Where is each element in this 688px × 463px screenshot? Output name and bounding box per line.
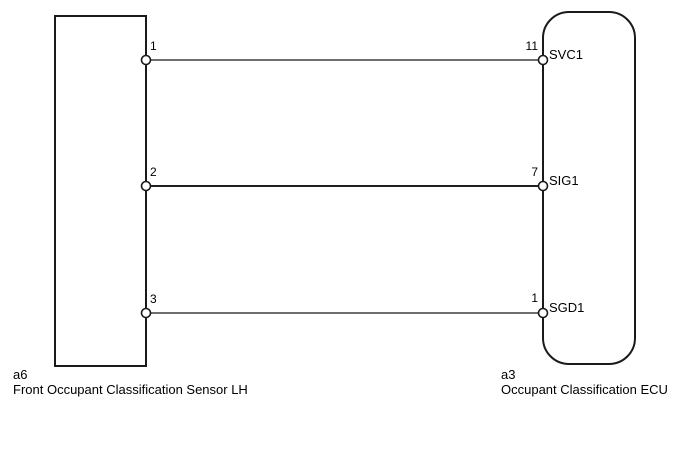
left-pin1-terminal bbox=[140, 54, 152, 66]
right-connector-code: a3 bbox=[501, 367, 515, 382]
left-pin3-number: 3 bbox=[150, 292, 157, 306]
left-connector-name: Front Occupant Classification Sensor LH bbox=[13, 382, 248, 397]
right-pin1-terminal bbox=[537, 307, 549, 319]
left-connector-code: a6 bbox=[13, 367, 27, 382]
signal-label-sig1: SIG1 bbox=[549, 173, 579, 188]
right-connector-name: Occupant Classification ECU bbox=[501, 382, 668, 397]
signal-label-svc1: SVC1 bbox=[549, 47, 583, 62]
right-pin1-number: 1 bbox=[531, 291, 538, 305]
left-pin1-number: 1 bbox=[150, 39, 157, 53]
left-pin2-terminal bbox=[140, 180, 152, 192]
left-connector-box bbox=[54, 15, 147, 367]
right-pin11-number: 11 bbox=[526, 39, 539, 53]
right-pin7-number: 7 bbox=[531, 165, 538, 179]
signal-label-sgd1: SGD1 bbox=[549, 300, 584, 315]
right-pin7-terminal bbox=[537, 180, 549, 192]
right-pin11-terminal bbox=[537, 54, 549, 66]
left-pin2-number: 2 bbox=[150, 165, 157, 179]
left-pin3-terminal bbox=[140, 307, 152, 319]
